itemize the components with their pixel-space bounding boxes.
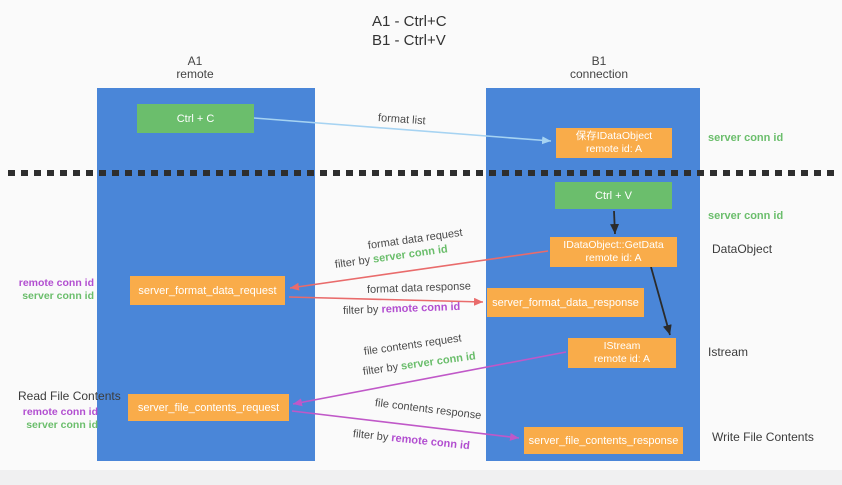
arrow-format-list xyxy=(253,117,552,145)
label-istream: Istream xyxy=(708,345,749,359)
column-a-header: A1 remote xyxy=(145,55,245,81)
title-line-1: A1 - Ctrl+C xyxy=(372,13,447,30)
column-b-id: B1 xyxy=(591,54,607,68)
label-read-file-contents: Read File Contents xyxy=(18,389,121,403)
label-conn-ids-bottom: remote conn id server conn id xyxy=(20,406,98,432)
label-conn-ids-mid: remote conn id server conn id xyxy=(12,277,94,303)
arrow-ctrlv-to-getdata xyxy=(610,210,620,235)
label-server-conn-id-top: server conn id xyxy=(708,132,784,144)
node-idataobject-getdata: IDataObject::GetData remote id: A xyxy=(550,237,677,267)
node-idataobject-getdata-line2: remote id: A xyxy=(585,252,642,264)
column-a-id: A1 xyxy=(187,54,203,68)
server-conn-id-label: server conn id xyxy=(26,419,98,431)
remote-conn-id-label: remote conn id xyxy=(18,277,94,289)
label-dataobject: DataObject xyxy=(712,242,773,256)
node-server-format-data-response: server_format_data_response xyxy=(487,288,644,317)
node-idataobject-getdata-line1: IDataObject::GetData xyxy=(563,239,664,251)
diagram-title: A1 - Ctrl+C B1 - Ctrl+V xyxy=(372,12,447,50)
node-server-file-contents-request: server_file_contents_request xyxy=(128,394,289,421)
node-istream-line2: remote id: A xyxy=(593,353,651,365)
node-istream-line1: IStream xyxy=(603,340,641,352)
remote-conn-id-label: remote conn id xyxy=(22,406,98,418)
node-server-file-contents-request-label: server_file_contents_request xyxy=(137,401,280,414)
node-ctrl-v: Ctrl + V xyxy=(555,182,672,209)
node-save-idataobject: 保存IDataObject remote id: A xyxy=(556,128,672,158)
node-server-file-contents-response: server_file_contents_response xyxy=(524,427,683,454)
arrow-getdata-to-istream xyxy=(650,266,672,336)
column-b-header: B1 connection xyxy=(549,55,649,81)
label-write-file-contents: Write File Contents xyxy=(712,430,814,444)
node-server-format-data-request-label: server_format_data_request xyxy=(138,284,277,297)
session-divider-dotted-line xyxy=(8,170,836,176)
node-save-idataobject-line2: remote id: A xyxy=(585,143,643,155)
column-b-name: connection xyxy=(569,67,629,81)
arrow-format-data-response xyxy=(288,296,484,306)
label-server-conn-id-mid: server conn id xyxy=(708,210,784,222)
node-ctrl-v-label: Ctrl + V xyxy=(595,189,632,202)
filter-by-text: filter by xyxy=(342,303,382,317)
node-ctrl-c-label: Ctrl + C xyxy=(176,112,215,125)
column-a-name: remote xyxy=(176,67,214,81)
node-ctrl-c: Ctrl + C xyxy=(137,104,254,133)
node-server-format-data-request: server_format_data_request xyxy=(130,276,285,305)
node-server-file-contents-response-label: server_file_contents_response xyxy=(528,434,679,447)
node-server-format-data-response-label: server_format_data_response xyxy=(492,296,639,309)
footer-strip xyxy=(0,470,842,485)
arrow-format-data-request xyxy=(289,250,549,291)
node-save-idataobject-line1: 保存IDataObject xyxy=(575,130,653,142)
node-istream: IStream remote id: A xyxy=(568,338,676,368)
arrow-file-contents-request xyxy=(292,351,567,407)
title-line-2: B1 - Ctrl+V xyxy=(372,32,446,49)
server-conn-id-label: server conn id xyxy=(22,290,94,302)
arrow-file-contents-response xyxy=(291,410,520,441)
